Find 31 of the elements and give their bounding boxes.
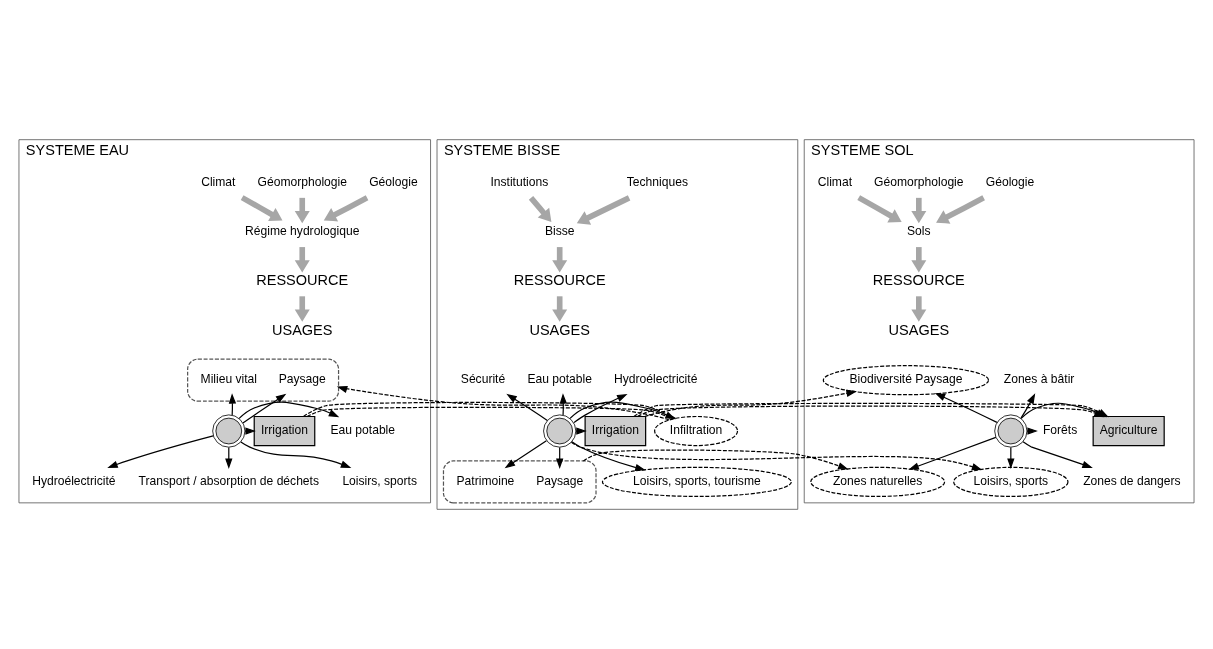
node-text: Géomorphologie (874, 175, 964, 190)
node-text: RESSOURCE (513, 272, 606, 289)
node-text: Techniques (626, 175, 688, 190)
node-text: Paysage (536, 473, 584, 488)
node-text: Hydroélectricité (614, 372, 698, 387)
node-text: Forêts (1042, 422, 1078, 437)
node-text: Géologie (985, 175, 1035, 190)
node-text: Bisse (544, 224, 575, 239)
node-text: Hydroélectricité (32, 473, 116, 488)
node-text: Milieu vital (200, 372, 258, 387)
node-text: Régime hydrologique (245, 224, 360, 239)
node-text: Sécurité (460, 372, 506, 387)
node-text: Zones de dangers (1083, 473, 1181, 488)
node-text: RESSOURCE (256, 272, 349, 289)
node-text: Géomorphologie (257, 175, 347, 190)
node-text: USAGES (888, 321, 950, 338)
node-text: Loisirs, sports (342, 473, 418, 488)
node-text: Transport / absorption de déchets (138, 473, 319, 488)
node-text: Eau potable (527, 372, 592, 387)
node-text: USAGES (271, 321, 333, 338)
node-text: Paysage (278, 372, 326, 387)
node-text: Eau potable (330, 422, 396, 437)
node-text: Climat (201, 175, 236, 190)
node-text: Climat (817, 175, 853, 190)
node-text: Géologie (369, 175, 418, 190)
node-text: USAGES (529, 321, 590, 338)
node-text: Institutions (490, 175, 549, 190)
node-text: Zones à bâtir (1003, 372, 1075, 387)
node-text: RESSOURCE (872, 272, 965, 289)
node-text: Patrimoine (456, 473, 515, 488)
node-text: Sols (907, 224, 931, 239)
